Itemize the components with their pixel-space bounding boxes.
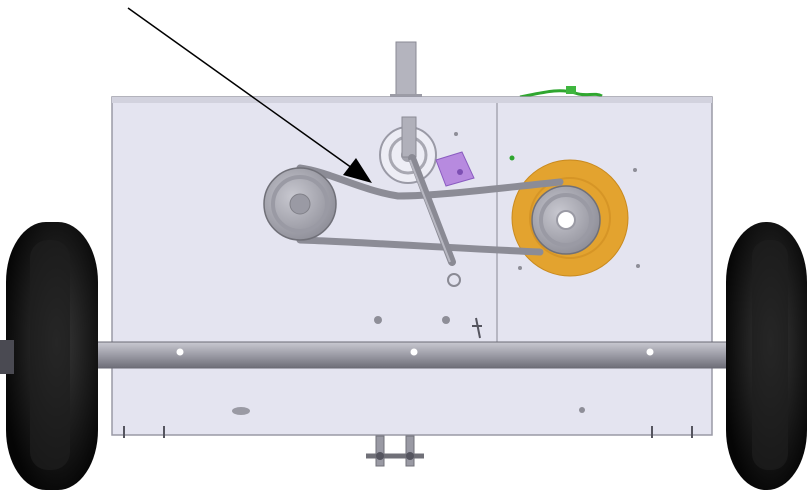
tensioner-eye [447,273,461,287]
bottom-hitch [366,435,424,467]
panel-holes [374,132,640,413]
drive-pulley-groove [271,175,329,233]
axle [95,341,729,369]
mounting-feet [123,426,693,438]
pointer-arrow-icon [127,7,372,183]
tensioner-arm-top [401,116,417,158]
left-wheel [0,222,98,490]
driven-pulley-groove [539,193,593,247]
bottom-slot [232,407,250,415]
tensioner-rod [408,154,456,266]
green-marker [509,155,515,161]
right-wheel [726,222,807,490]
wire-connector [566,86,576,94]
drive-pulley-hub [289,193,311,215]
housing-top-lip [112,97,712,103]
tensioner-rod-highlight [409,159,451,263]
axle-holes [176,348,654,356]
drive-belt [296,164,564,256]
driven-pulley-hub [556,210,576,230]
driven-sheave-ring [529,177,611,259]
top-post [395,41,417,103]
latch-pin [472,317,482,339]
tension-bracket [435,151,475,187]
